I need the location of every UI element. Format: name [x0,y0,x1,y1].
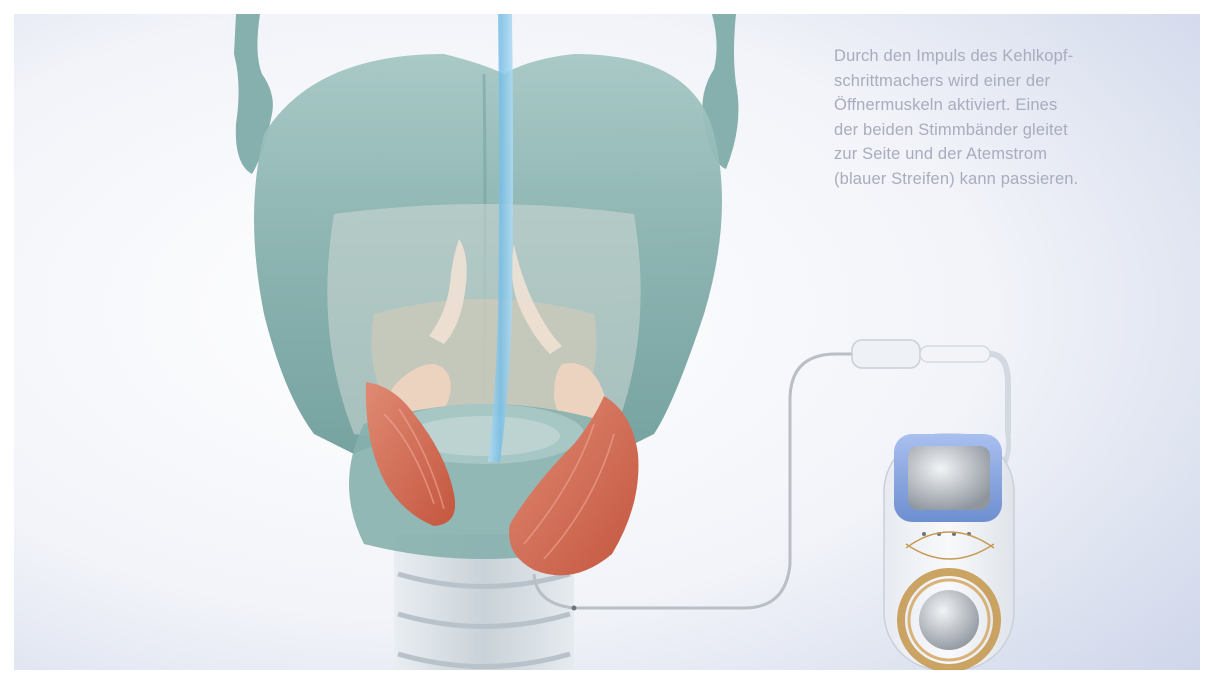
caption-line: schrittmachers wird einer der [834,69,1196,94]
caption-line: der beiden Stimmbänder gleitet [834,118,1196,143]
caption-text: Durch den Impuls des Kehlkopf- schrittma… [834,44,1196,192]
caption-line: Öffnermuskeln aktiviert. Eines [834,93,1196,118]
pacemaker-device [884,434,1014,670]
caption-line: zur Seite und der Atemstrom [834,142,1196,167]
caption-line: (blauer Streifen) kann passieren. [834,167,1196,192]
caption-line: Durch den Impuls des Kehlkopf- [834,44,1196,69]
